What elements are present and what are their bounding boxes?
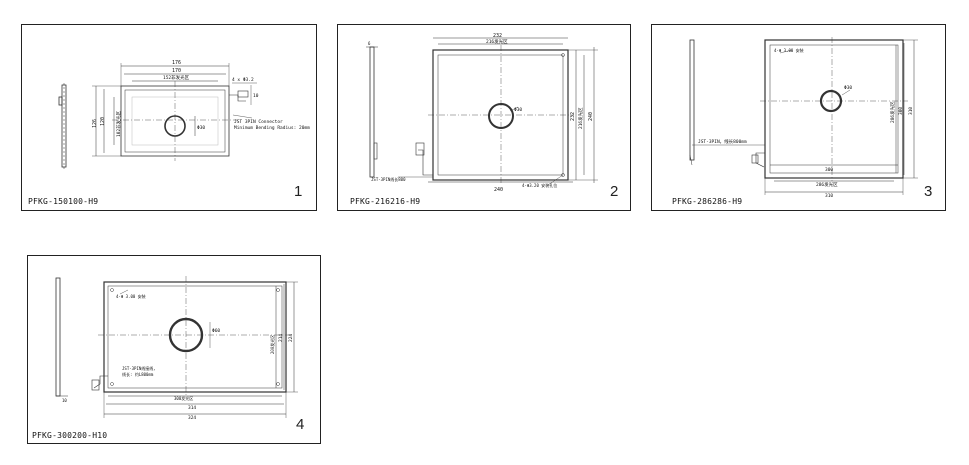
dim-right-2: 216发光区 bbox=[577, 107, 584, 129]
connector-note: JST 3PIN Connector bbox=[234, 119, 283, 125]
circle-cutout bbox=[819, 89, 843, 113]
sheet-number: 1 bbox=[294, 183, 303, 200]
dim-overall-height: 126 bbox=[92, 119, 98, 128]
connector-note: JST-3PIN，线长800mm bbox=[698, 138, 747, 145]
dim-right-1: 286发光区 bbox=[889, 101, 896, 123]
side-dim: 6 bbox=[368, 41, 371, 46]
dim-thickness: 10 bbox=[62, 398, 67, 403]
dim-bottom: 240 bbox=[494, 187, 503, 193]
drawing-sheet-4: 4-Φ 3.00 安装 Φ60 JST-3PIN线接线， 线长: 约L800mm… bbox=[27, 255, 321, 444]
hole-note: 4-Φ 3.00 安装 bbox=[116, 293, 146, 299]
dim-viewing-height: 102非发光区 bbox=[115, 110, 122, 137]
dim-connector: 10 bbox=[253, 93, 259, 99]
dim-width-2: 170 bbox=[172, 68, 181, 74]
dim-top-emitting: 216发光区 bbox=[486, 38, 508, 45]
circle-cutout bbox=[488, 103, 514, 129]
connector bbox=[415, 142, 425, 156]
dim-right-1: 232 bbox=[570, 112, 576, 121]
dim-bottom-3: 324 bbox=[188, 415, 196, 421]
dim-circle: Φ30 bbox=[197, 125, 205, 131]
dim-viewing-width: 152非发光区 bbox=[163, 74, 190, 81]
drawing-sheet-3: 4-Φ 3.00 安装 Φ30 JST-3PIN，线长800mm 300 286… bbox=[651, 24, 946, 211]
model-number: PFKG-286286-H9 bbox=[672, 197, 743, 206]
hole-note: 4-Φ 3.00 安装 bbox=[774, 47, 804, 53]
front-view-panel bbox=[103, 281, 287, 393]
connector bbox=[751, 154, 759, 164]
front-view-panel bbox=[764, 39, 904, 179]
drawing-sheet-1: 176 170 152非发光区 126 120 102非发光区 4 x Φ3.2… bbox=[21, 24, 317, 211]
technical-drawing-2: 6 232 216发光区 240 232 216发光区 240 Φ30 JST-… bbox=[366, 33, 598, 193]
dim-right-2: 300 bbox=[898, 107, 904, 115]
dim-circle: Φ30 bbox=[844, 85, 852, 91]
dim-top-overall: 232 bbox=[493, 33, 502, 39]
sheet-number: 2 bbox=[610, 183, 619, 200]
circle-cutout bbox=[168, 317, 204, 353]
technical-drawing-4: 4-Φ 3.00 安装 Φ60 JST-3PIN线接线， 线长: 约L800mm… bbox=[55, 276, 298, 421]
dim-circle: Φ60 bbox=[212, 328, 220, 334]
dim-bottom-1: 300 bbox=[825, 167, 833, 173]
model-number: PFKG-150100-H9 bbox=[28, 197, 99, 206]
dim-right-3: 310 bbox=[908, 107, 914, 115]
circle-cutout bbox=[164, 115, 186, 137]
dim-overall-width: 176 bbox=[172, 60, 181, 66]
sheet-number: 3 bbox=[924, 183, 933, 200]
connector-note: JST-3PIN线长800 bbox=[371, 176, 406, 182]
connector-note-2: 线长: 约L800mm bbox=[122, 371, 154, 377]
side-view-panel bbox=[55, 277, 61, 397]
connector bbox=[91, 379, 100, 391]
model-number: PFKG-300200-H10 bbox=[32, 431, 108, 440]
connector-note-1: JST-3PIN线接线， bbox=[122, 365, 157, 371]
side-view-panel bbox=[689, 39, 695, 161]
model-number: PFKG-216216-H9 bbox=[350, 197, 421, 206]
dim-holes: 4 x Φ3.2 bbox=[232, 77, 254, 83]
connector bbox=[237, 90, 249, 98]
dim-bottom-2: 286发光区 bbox=[816, 181, 838, 188]
dim-bottom-3: 310 bbox=[825, 193, 833, 199]
dim-right-3: 224 bbox=[288, 334, 294, 342]
dim-bottom-1: 300发光区 bbox=[174, 395, 193, 401]
technical-drawing-3: 4-Φ 3.00 安装 Φ30 JST-3PIN，线长800mm 300 286… bbox=[689, 37, 918, 199]
hole-note: 4-Φ3.20 安装孔位 bbox=[522, 182, 557, 188]
side-view-panel bbox=[61, 84, 67, 168]
technical-drawing-1: 176 170 152非发光区 126 120 102非发光区 4 x Φ3.2… bbox=[58, 60, 310, 170]
dim-bottom-2: 314 bbox=[188, 405, 196, 411]
dim-right-1: 200发光区 bbox=[269, 335, 275, 354]
sheet-number: 4 bbox=[296, 416, 305, 433]
side-view-panel bbox=[369, 46, 375, 178]
dim-height-2: 120 bbox=[100, 117, 106, 126]
bending-note: Minimum Bending Radius: 20mm bbox=[234, 125, 310, 131]
dim-circle: Φ30 bbox=[514, 107, 522, 113]
dim-right-3: 240 bbox=[588, 112, 594, 121]
dim-right-2: 214 bbox=[278, 334, 284, 342]
drawing-sheet-2: 6 232 216发光区 240 232 216发光区 240 Φ30 JST-… bbox=[337, 24, 631, 211]
